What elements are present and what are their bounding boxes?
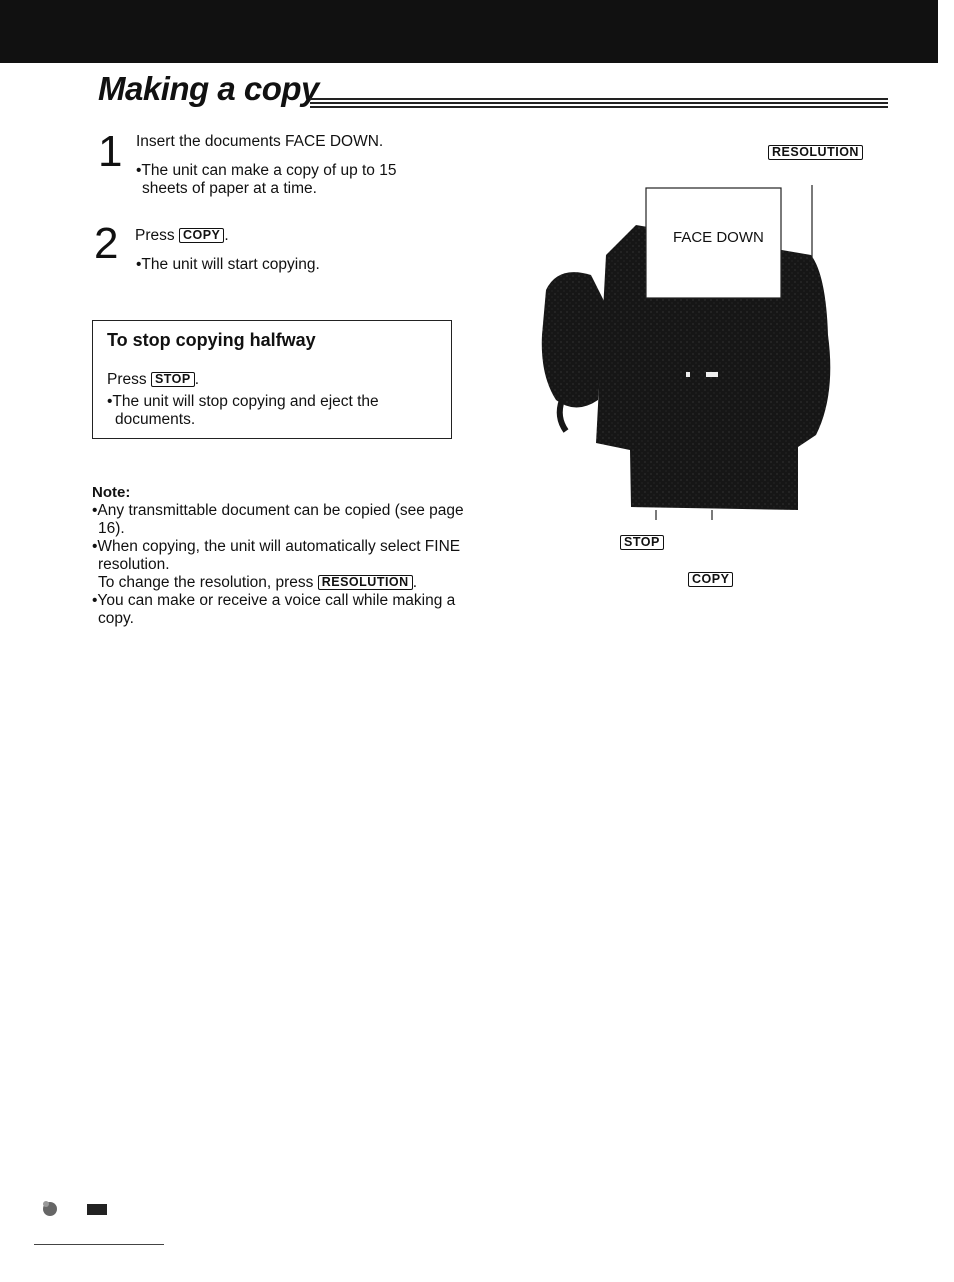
note-line: 16).	[98, 520, 125, 537]
note-section: Note: •Any transmittable document can be…	[92, 484, 492, 628]
page-number-mark	[43, 1201, 107, 1216]
copy-key: COPY	[178, 228, 225, 243]
resolution-key: RESOLUTION	[317, 575, 413, 590]
note-line: copy.	[98, 610, 134, 627]
note-heading: Note:	[92, 484, 131, 501]
step-1-text: Insert the documents FACE DOWN.	[136, 133, 384, 150]
stop-key: STOP	[150, 372, 195, 387]
step-1-number: 1	[98, 127, 123, 176]
box-press-stop: Press STOP.	[107, 371, 200, 388]
copy-callout-key: COPY	[688, 572, 734, 587]
step-2-bullet: •The unit will start copying.	[136, 256, 320, 273]
footer-rule	[34, 1244, 164, 1245]
step-2-number: 2	[94, 219, 119, 268]
resolution-callout-key: RESOLUTION	[768, 145, 863, 160]
face-down-label: FACE DOWN	[673, 229, 764, 246]
stop-callout: STOP	[620, 535, 664, 550]
note-line: •Any transmittable document can be copie…	[92, 502, 464, 519]
note-line: resolution.	[98, 556, 170, 573]
note-line: •You can make or receive a voice call wh…	[92, 592, 456, 609]
note-line: To change the resolution, press RESOLUTI…	[98, 574, 417, 591]
box-title: To stop copying halfway	[107, 330, 316, 350]
step-2-text: Press COPY.	[135, 227, 229, 244]
resolution-callout: RESOLUTION	[768, 145, 863, 160]
header-bar	[0, 0, 938, 63]
stop-callout-key: STOP	[620, 535, 664, 550]
step-1-bullet: •The unit can make a copy of up to 15 sh…	[136, 162, 397, 197]
box-bullet: •The unit will stop copying and eject th…	[107, 393, 379, 428]
fax-machine-illustration	[541, 185, 831, 520]
title-rule	[310, 98, 888, 110]
copy-callout: COPY	[688, 572, 734, 587]
page-title: Making a copy	[98, 70, 319, 107]
stop-copying-box: To stop copying halfway Press STOP. •The…	[92, 320, 452, 439]
note-line: •When copying, the unit will automatical…	[92, 538, 461, 555]
